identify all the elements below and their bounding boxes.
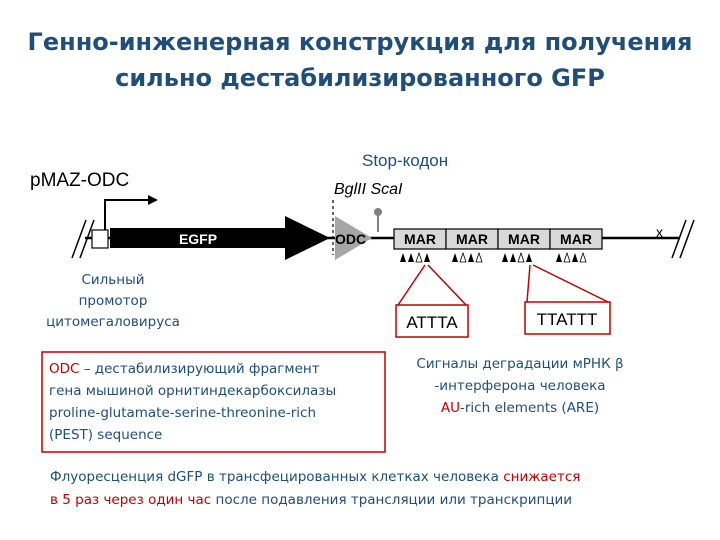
odc-note-line-4: (PEST) sequence — [49, 427, 162, 443]
right-break-slash-2 — [679, 219, 695, 259]
are-marker — [563, 251, 571, 263]
footer-highlight-2: в 5 раз через один час — [50, 492, 211, 508]
promoter-note-line-2: промотор — [79, 293, 148, 309]
degradation-note-line-3-rest: -rich elements (ARE) — [460, 400, 599, 416]
degradation-note-highlight: AU — [441, 400, 460, 416]
promoter-arrow-line — [104, 199, 150, 238]
attta-label: ATTTA — [406, 313, 458, 332]
end-mark: x — [656, 224, 663, 240]
attta-connector-right — [427, 264, 467, 306]
stop-codon-icon — [374, 208, 382, 216]
footer-line-1: Флуоресценция dGFP в трансфецированных к… — [50, 469, 580, 485]
footer-line-2: в 5 раз через один час после подавления … — [50, 492, 572, 508]
mar-label-3: MAR — [508, 231, 540, 247]
page-title-line-2: сильно дестабилизированного GFP — [115, 64, 605, 92]
are-motif-markers — [400, 251, 587, 263]
are-marker — [526, 253, 532, 262]
promoter-arrow-head — [148, 195, 158, 205]
footer-highlight-1: снижается — [503, 469, 580, 485]
are-marker — [468, 253, 474, 262]
promoter-note-line-3: цитомегаловируса — [46, 314, 180, 330]
promoter-note-line-1: Сильный — [81, 272, 144, 288]
plasmid-name: pMAZ-ODC — [30, 170, 129, 191]
ttattt-label: TTATTT — [537, 310, 598, 329]
are-marker — [459, 251, 467, 263]
promoter-box — [91, 229, 109, 249]
odc-note-line-1-rest: – дестабилизирующий фрагмент — [79, 361, 319, 377]
mar-label-2: MAR — [456, 231, 488, 247]
egfp-arrow — [110, 216, 330, 260]
are-marker — [424, 253, 430, 262]
are-marker — [572, 253, 578, 262]
odc-note-line-1: ODC – дестабилизирующий фрагмент — [49, 361, 320, 377]
are-marker — [517, 251, 525, 263]
mar-label-1: MAR — [404, 231, 436, 247]
odc-label: ODC — [335, 231, 366, 247]
are-marker — [579, 251, 587, 263]
restriction-sites-label: BglII ScaI — [334, 181, 403, 198]
attta-box — [395, 304, 469, 338]
odc-note-line-2: гена мышиной орнитиндекарбоксилазы — [49, 383, 336, 399]
are-marker — [556, 253, 562, 262]
stop-codon-label: Stop-кодон — [362, 151, 448, 170]
egfp-label: EGFP — [179, 231, 217, 247]
are-marker — [408, 253, 414, 262]
ttattt-connector-right — [532, 264, 609, 303]
ttattt-connector-left — [526, 264, 531, 303]
left-break-slash-1 — [71, 219, 87, 259]
are-marker — [475, 251, 483, 263]
are-marker — [510, 253, 516, 262]
odc-note-line-3: proline-glutamate-serine-threonine-rich — [49, 405, 316, 421]
are-marker — [502, 253, 508, 262]
page-title-line-1: Генно-инженерная конструкция для получен… — [27, 28, 693, 56]
degradation-note-line-2: -интерферона человека — [434, 378, 605, 394]
right-break-slash-1 — [671, 219, 687, 259]
degradation-note-line-3: AU-rich elements (ARE) — [441, 400, 599, 416]
odc-note-box — [41, 351, 386, 453]
ttattt-box — [524, 301, 611, 335]
odc-triangle — [335, 216, 372, 260]
are-marker — [400, 253, 406, 262]
odc-note-highlight: ODC — [49, 361, 79, 377]
footer-part-1: Флуоресценция dGFP в трансфецированных к… — [50, 469, 503, 485]
attta-connector-left — [397, 264, 426, 306]
mar-label-4: MAR — [560, 231, 592, 247]
degradation-note-line-1: Сигналы деградации мРНК β — [416, 356, 623, 372]
footer-part-4: после подавления трансляции или транскри… — [211, 492, 572, 508]
are-marker — [415, 251, 423, 263]
mar-box-4 — [549, 228, 603, 250]
are-marker — [452, 253, 458, 262]
